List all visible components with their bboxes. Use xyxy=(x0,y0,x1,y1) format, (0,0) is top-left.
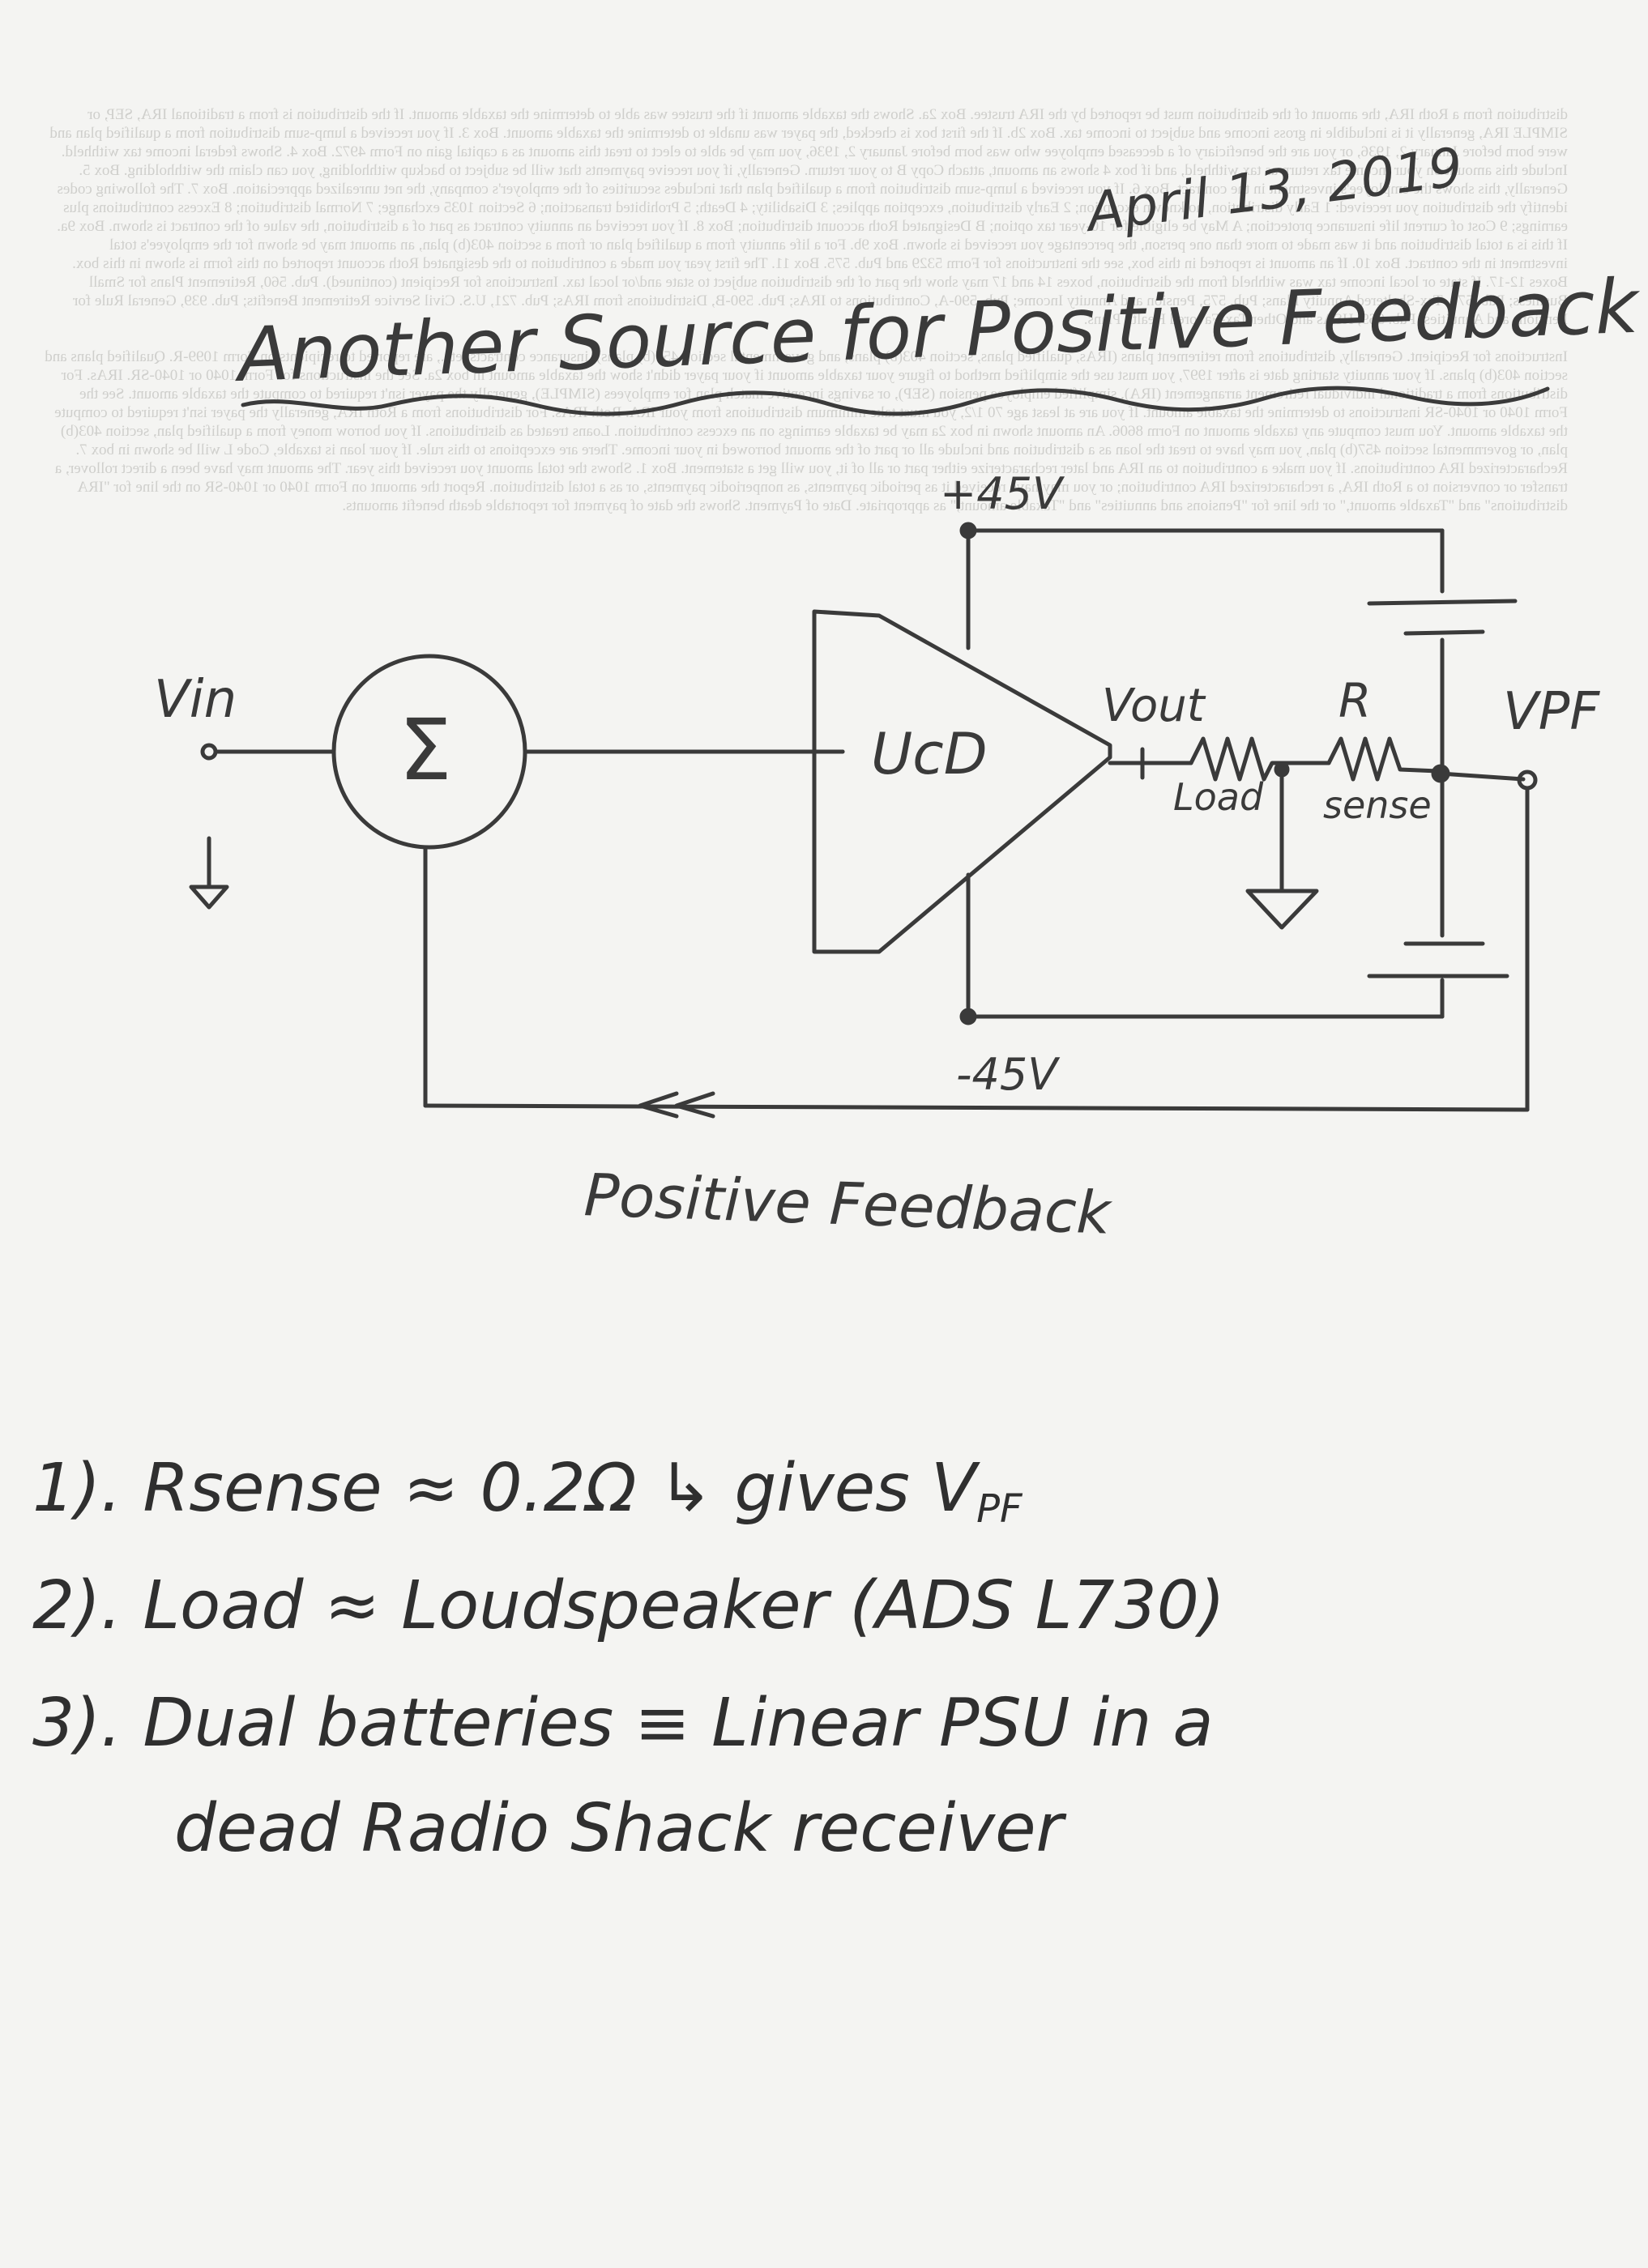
feedback-wire xyxy=(423,1103,1530,1112)
r-label: R xyxy=(1338,673,1371,728)
note-3-continued: dead Radio Shack receiver xyxy=(174,1790,1063,1867)
date-label: April 13, 2019 xyxy=(1081,136,1467,245)
note-2-number: 2). xyxy=(32,1567,122,1644)
feedback-arrow-2 xyxy=(674,1091,715,1119)
vpf-label: VPF xyxy=(1503,682,1600,742)
note-2-text: Load ≈ Loudspeaker (ADS L730) xyxy=(143,1567,1225,1644)
ground-symbol-right xyxy=(1245,889,1319,930)
note-1: 1). Rsense ≈ 0.2Ω ↳ gives VPF xyxy=(32,1450,1023,1532)
load-label: Load xyxy=(1173,775,1264,819)
load-resistor xyxy=(1189,736,1295,782)
note-1-text: Rsense ≈ 0.2Ω ↳ gives xyxy=(143,1450,931,1527)
summer-symbol: Σ xyxy=(399,701,452,799)
vout-label: Vout xyxy=(1102,680,1206,732)
battery-top-long xyxy=(1367,599,1518,606)
note-1-vpf-sub: PF xyxy=(976,1486,1023,1532)
title-underline xyxy=(241,386,1550,416)
battery-top-short xyxy=(1403,629,1485,636)
note-4-text: dead Radio Shack receiver xyxy=(174,1790,1064,1867)
sense-label: sense xyxy=(1323,783,1432,827)
neg-rail-label: -45V xyxy=(956,1049,1061,1100)
note-1-vpf: V xyxy=(930,1450,977,1527)
note-3: 3). Dual batteries ≡ Linear PSU in a xyxy=(32,1685,1214,1762)
note-3-number: 3). xyxy=(32,1685,122,1762)
feedback-label: Positive Feedback xyxy=(583,1161,1114,1247)
page-title: Another Source for Positive Feedback xyxy=(233,263,1642,399)
note-2: 2). Load ≈ Loudspeaker (ADS L730) xyxy=(32,1567,1225,1644)
feedback-arrow-1 xyxy=(638,1091,679,1119)
note-1-number: 1). xyxy=(32,1450,122,1527)
ground-symbol-left xyxy=(189,885,229,910)
rsense-resistor xyxy=(1326,736,1441,782)
amp-label: UcD xyxy=(871,721,988,787)
pos-rail-label: +45V xyxy=(940,468,1065,519)
amplifier-ucd xyxy=(812,609,1112,954)
note-3-text: Dual batteries ≡ Linear PSU in a xyxy=(143,1685,1214,1762)
vin-label: Vin xyxy=(154,670,237,730)
